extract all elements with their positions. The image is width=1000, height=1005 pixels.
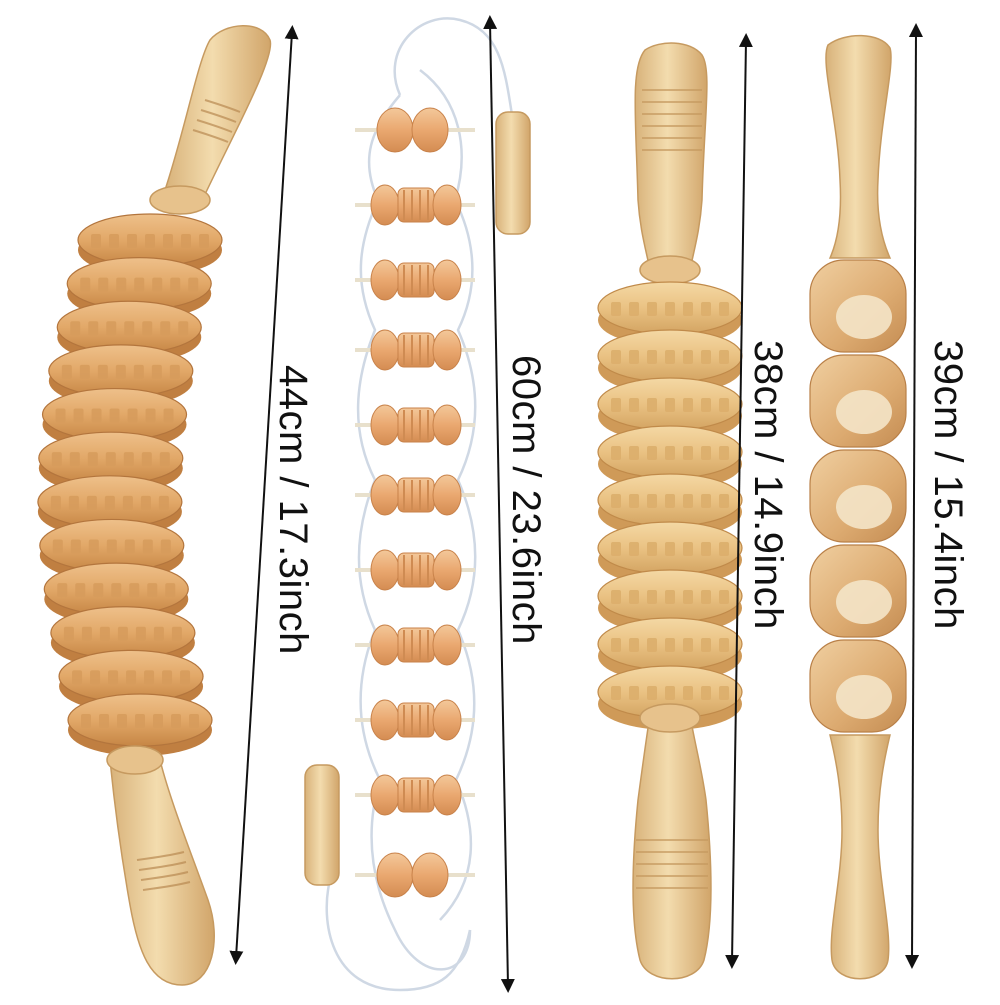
bead-row	[355, 474, 475, 516]
bead-row	[355, 549, 475, 591]
bead-row	[355, 699, 475, 741]
bead-row	[355, 624, 475, 666]
bead-row	[355, 774, 475, 816]
bead-row	[355, 259, 475, 301]
bead-row	[355, 404, 475, 446]
bead-row	[355, 852, 475, 898]
cube-roller	[809, 34, 907, 980]
roller-cube	[809, 354, 907, 448]
dimension-arrow-1	[229, 25, 299, 965]
roller-wheel	[597, 665, 743, 730]
dimension-arrow-2	[483, 15, 515, 993]
dimension-arrows	[229, 15, 923, 993]
bead-row	[355, 107, 475, 153]
bead-row	[355, 329, 475, 371]
dimension-label-1: 44cm / 17.3inch	[271, 365, 315, 655]
dimension-label-4: 39cm / 15.4inch	[926, 340, 970, 630]
dimension-label-3: 38cm / 14.9inch	[746, 340, 790, 630]
roller-cube	[809, 259, 907, 353]
bead-row	[355, 184, 475, 226]
roller-cube	[809, 544, 907, 638]
dimension-arrow-4	[905, 23, 923, 969]
roller-wheel	[67, 693, 213, 756]
dimension-label-2: 60cm / 23.6inch	[504, 355, 548, 645]
wheel-roller-12	[37, 25, 272, 986]
rope-massage-roller	[304, 17, 531, 992]
wheel-roller-9	[597, 42, 743, 980]
roller-cube	[809, 449, 907, 543]
dimension-arrow-3	[725, 33, 753, 969]
roller-cube	[809, 639, 907, 733]
roller-wheel	[597, 521, 743, 586]
